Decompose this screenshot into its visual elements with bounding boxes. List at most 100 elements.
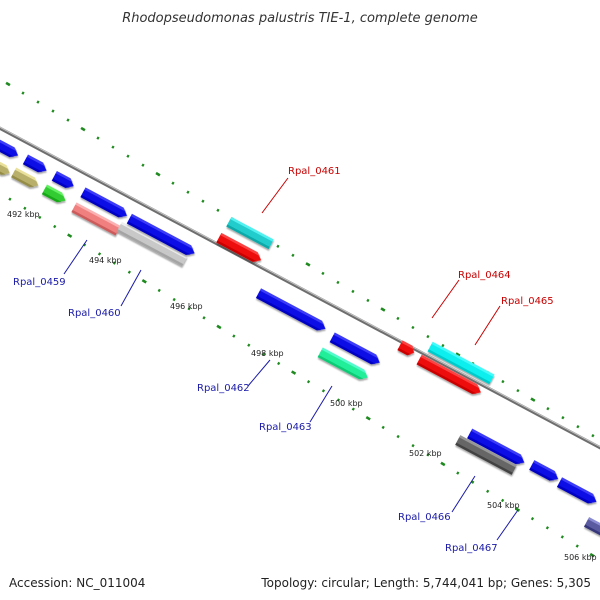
gene-shadow [0, 143, 15, 158]
scale-tick [141, 279, 147, 284]
gene-shadow [126, 221, 191, 255]
gene-body [126, 213, 195, 255]
gene-shadow [455, 442, 513, 475]
scale-label: 494 kbp [89, 256, 122, 265]
gene-rpal-0461[interactable] [226, 216, 274, 250]
gene-arrow[interactable] [0, 135, 21, 161]
gene-label-rpal-0464[interactable]: Rpal_0464 [458, 270, 511, 281]
gene-highlight [259, 288, 325, 325]
scale-tick [216, 324, 222, 330]
gene-arrow[interactable] [51, 170, 77, 191]
label-leaders [63, 177, 519, 541]
gene-arrow[interactable] [11, 167, 41, 191]
gene-label-rpal-0463[interactable]: Rpal_0463 [259, 422, 312, 433]
gene-arrow[interactable] [22, 154, 49, 176]
gene-arrow[interactable] [41, 184, 68, 206]
gene-label-rpal-0467[interactable]: Rpal_0467 [445, 543, 498, 554]
scale-tick [516, 388, 520, 393]
scale-tick [67, 233, 73, 238]
scale-tick [560, 535, 564, 539]
gene-label-rpal-0460[interactable]: Rpal_0460 [68, 308, 121, 319]
gene-body [467, 428, 525, 465]
gene-shadow [22, 162, 43, 173]
gene-rpal-0464[interactable] [427, 341, 495, 385]
gene-body [80, 187, 128, 218]
scale-tick [111, 145, 115, 149]
scale-label: 492 kbp [7, 210, 40, 219]
gene-rpal-0465[interactable] [416, 354, 484, 398]
gene-arrow[interactable] [80, 187, 129, 220]
scale-tick [396, 316, 400, 321]
gene-body [51, 170, 74, 188]
scale-tick [186, 190, 190, 194]
scale-label: 498 kbp [251, 349, 284, 358]
scale-tick [336, 398, 340, 402]
gene-shadow [556, 484, 593, 504]
gene-body [583, 517, 600, 536]
scale-tick [276, 244, 280, 249]
gene-label-rpal-0461[interactable]: Rpal_0461 [288, 166, 341, 177]
scale-tick [216, 208, 220, 212]
gene-label-rpal-0465[interactable]: Rpal_0465 [501, 296, 554, 307]
gene-highlight [459, 435, 517, 468]
gene-shadow [397, 347, 411, 356]
gene-rpal-0466[interactable] [455, 435, 517, 475]
scale-tick [336, 280, 340, 285]
scale-tick [500, 498, 505, 503]
gene-shadow [329, 339, 376, 365]
scale-tick [21, 91, 25, 95]
gene-highlight [431, 341, 495, 377]
gene-highlight [471, 428, 524, 459]
gene-highlight [230, 216, 274, 242]
gene-label-rpal-0459[interactable]: Rpal_0459 [13, 277, 66, 288]
gene-body [11, 167, 39, 188]
accession-text: Accession: NC_011004 [9, 576, 145, 590]
gene-highlight [15, 167, 38, 182]
gene-arrow[interactable] [0, 157, 12, 178]
gene-arrow[interactable] [556, 477, 599, 506]
scale-tick [351, 289, 355, 294]
scale-tick [530, 517, 535, 521]
gene-arrow[interactable] [126, 213, 197, 258]
scale-labels: 492 kbp 494 kbp 496 kbp 498 kbp 500 kbp … [7, 210, 597, 562]
gene-arrow[interactable] [255, 288, 328, 333]
scale-tick [530, 397, 536, 402]
scale-tick [262, 352, 266, 357]
scale-tick [440, 461, 446, 467]
scale-tick [277, 361, 281, 366]
gene-rpal-0467[interactable] [583, 517, 600, 539]
gene-arrow[interactable] [467, 428, 527, 468]
gene-arrow[interactable] [397, 340, 416, 357]
gene-body [329, 332, 380, 365]
scale-tick [351, 407, 355, 411]
gene-arrow[interactable] [216, 232, 264, 265]
gene-rpal-0459[interactable] [71, 202, 121, 236]
scale-tick [96, 136, 100, 140]
gene-shadow [226, 224, 270, 250]
gene-arrow[interactable] [529, 460, 561, 484]
scale-tick [321, 271, 325, 276]
scale-tick [546, 406, 550, 411]
scale-tick [155, 171, 161, 177]
gene-arrow[interactable] [329, 332, 383, 367]
scale-label: 502 kbp [409, 449, 442, 458]
scale-tick [66, 118, 70, 122]
scale-tick [589, 552, 595, 558]
gene-highlight [560, 477, 596, 498]
scale-tick [112, 261, 117, 265]
gene-highlight [587, 517, 600, 531]
gene-body [427, 341, 495, 385]
gene-rpal-0460[interactable] [116, 221, 188, 267]
scale-label: 506 kbp [564, 553, 597, 562]
scale-tick [8, 197, 12, 201]
gene-label-rpal-0462[interactable]: Rpal_0462 [197, 383, 250, 394]
gene-shadow [583, 524, 600, 536]
gene-label-rpal-0466[interactable]: Rpal_0466 [398, 512, 451, 523]
scale-tick [471, 480, 475, 484]
gene-highlight [130, 213, 194, 250]
gene-highlight [75, 202, 121, 229]
scale-tick [247, 343, 251, 347]
gene-body [455, 435, 517, 475]
gene-rpal-0463[interactable] [317, 347, 371, 382]
